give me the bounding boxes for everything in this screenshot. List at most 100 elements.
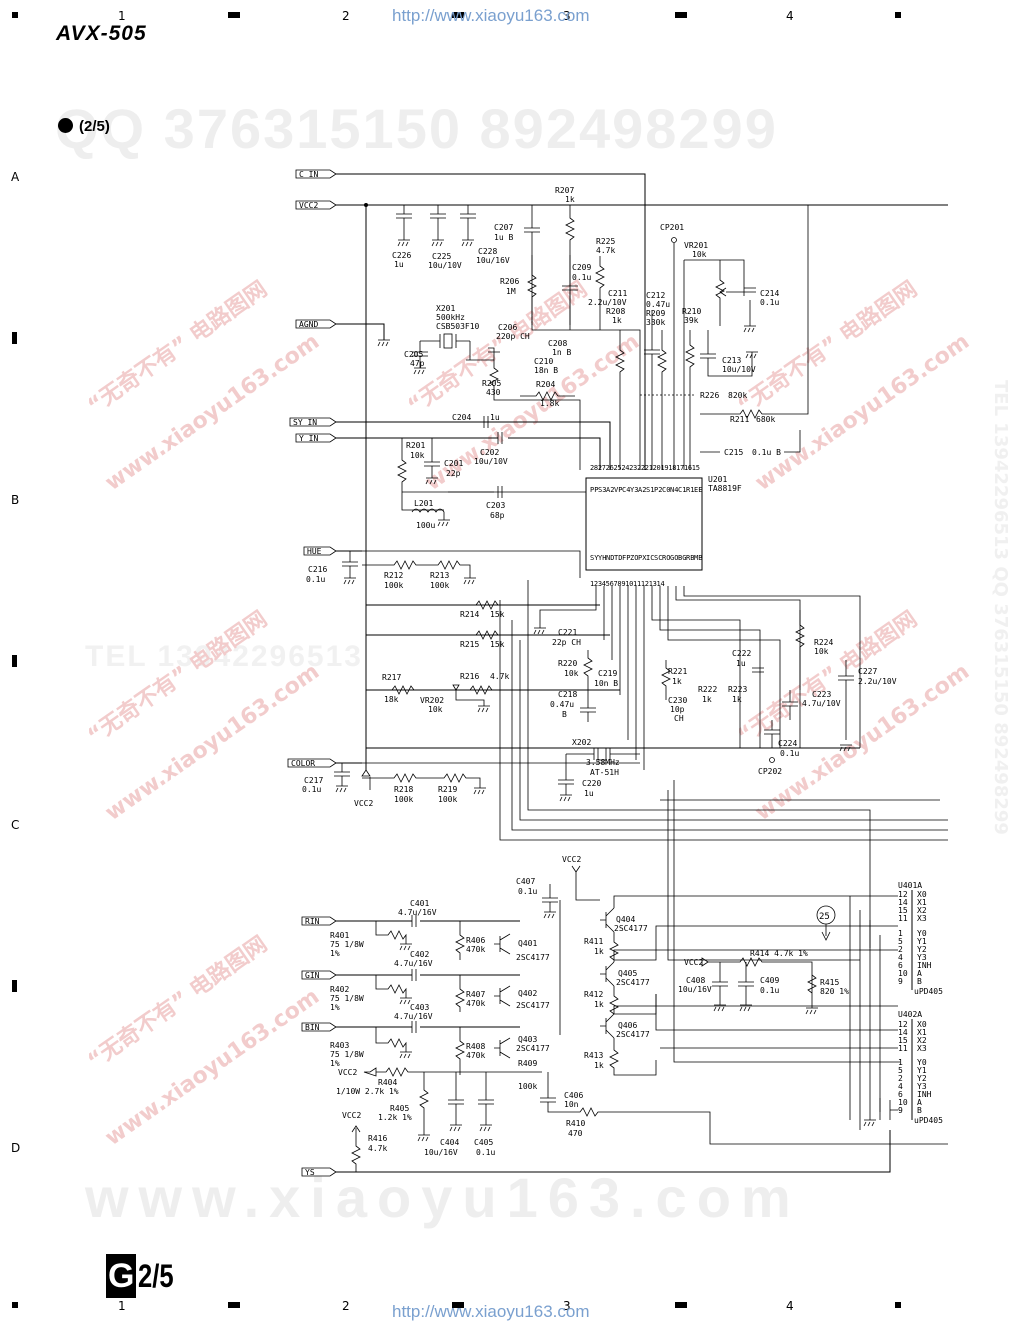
vcc2-label-a: VCC2 [354,799,373,808]
col-divider-mark [675,1302,687,1308]
footer-url[interactable]: http://www.xiaoyu163.com [392,1302,590,1321]
port-hue-label: HUE [307,547,322,556]
svg-text:C209: C209 [572,263,591,272]
svg-text:VR202: VR202 [420,696,444,705]
svg-text:Y1: Y1 [917,937,927,946]
svg-text:R220: R220 [558,659,577,668]
svg-text:4.7k: 4.7k [596,246,615,255]
watermark-side: TEL 13942296513 QQ 376315150 892498299 [990,380,1011,835]
svg-text:10k: 10k [692,250,707,259]
svg-text:1%: 1% [330,1003,340,1012]
port-hue: HUE [303,546,362,556]
svg-text:11: 11 [898,1044,908,1053]
svg-text:YH: YH [598,554,606,562]
svg-text:P2: P2 [654,486,662,494]
svg-text:R224: R224 [814,638,833,647]
svg-text:4.7u/10V: 4.7u/10V [802,699,841,708]
transistor-q403: Q403 2SC4177 [494,1035,550,1059]
svg-text:R404: R404 [378,1078,397,1087]
svg-text:2SC4177: 2SC4177 [516,1044,550,1053]
res-r226: R226 820k [640,391,747,400]
svg-text:0.1u B: 0.1u B [752,448,781,457]
svg-text:uPD405: uPD405 [914,987,943,996]
svg-text:R215: R215 [460,640,479,649]
svg-text:PX: PX [638,554,647,562]
cap-c406: C406 10n [540,1072,948,1145]
svg-text:10k: 10k [814,647,829,656]
res-r201: R201 10k [397,438,425,511]
svg-text:R226: R226 [700,391,719,400]
svg-text:1M: 1M [506,287,516,296]
svg-text:39k: 39k [684,316,699,325]
svg-text:C216: C216 [308,565,327,574]
transistor-q406: Q406 2SC4177 [600,1013,650,1039]
svg-text:R407: R407 [466,990,485,999]
col-divider-mark [452,12,464,18]
svg-text:X2: X2 [917,906,927,915]
svg-text:10p: 10p [670,705,685,714]
svg-text:U402A: U402A [898,1010,922,1019]
svg-text:10u/10V: 10u/10V [722,365,756,374]
svg-text:Q404: Q404 [616,915,635,924]
svg-text:0.1u: 0.1u [306,575,325,584]
svg-text:4.7u/16V: 4.7u/16V [398,908,437,917]
svg-text:B: B [917,1106,922,1115]
svg-text:2827262524232221201918171615: 2827262524232221201918171615 [590,464,700,472]
header-url[interactable]: http://www.xiaoyu163.com [392,6,590,25]
svg-text:R223: R223 [728,685,747,694]
svg-text:C227: C227 [858,667,877,676]
vr-vr201: VR201 10k [683,241,745,470]
res-r212: R212 100k [362,560,430,590]
svg-text:2: 2 [898,1074,903,1083]
res-r210: R210 39k [682,307,701,470]
svg-text:22p: 22p [446,469,461,478]
svg-text:R401: R401 [330,931,349,940]
svg-text:9: 9 [898,977,903,986]
res-r213: R213 100k [430,560,477,590]
svg-text:R208: R208 [606,307,625,316]
u201-bottom-pin-names: SY YH ND TD FP ZO PX IC SC RO GO BG RB M… [590,554,702,562]
svg-text:R413: R413 [584,1051,603,1060]
svg-text:R411: R411 [584,937,603,946]
svg-text:75 1/8W: 75 1/8W [330,1050,364,1059]
cap-c205: C205 47p [404,341,428,375]
svg-text:R1: R1 [686,486,694,494]
res-r206: R206 1M [500,255,537,325]
svg-text:100k: 100k [518,1082,537,1091]
svg-text:C1: C1 [678,486,686,494]
svg-text:R221: R221 [668,667,687,676]
res-r409: R409 100k [518,1059,537,1091]
svg-text:C225: C225 [432,252,451,261]
col-label-4: 4 [786,9,794,23]
svg-text:R412: R412 [584,990,603,999]
svg-text:10u/16V: 10u/16V [424,1148,458,1157]
cap-c211: C211 2.2u/10V [588,289,627,307]
svg-text:GO: GO [670,554,678,562]
svg-text:A: A [917,969,922,978]
res-r218: R218 100k [362,773,438,804]
svg-text:68p: 68p [490,511,505,520]
cap-c403: C403 4.7u/16V [394,1003,433,1033]
transistor-q402: Q402 2SC4177 [494,985,550,1010]
res-r209: R209 330k [646,309,667,470]
cap-c216: C216 0.1u [306,551,358,585]
col-label-4-bottom: 4 [786,1299,794,1313]
cap-c226: C226 1u [392,205,412,269]
svg-text:10k: 10k [564,669,579,678]
svg-text:X2: X2 [917,1036,927,1045]
svg-text:C402: C402 [410,950,429,959]
model-title: AVX-505 [56,22,147,45]
res-r221: R221 1k [661,660,687,700]
svg-text:SY: SY [590,554,599,562]
svg-text:INH: INH [917,1090,932,1099]
svg-text:VCC2: VCC2 [684,958,703,967]
res-r405: R405 1.2k 1% [378,1072,431,1142]
col-divider-mark [675,12,687,18]
svg-text:4.7u/16V: 4.7u/16V [394,1012,433,1021]
svg-text:15k: 15k [490,640,505,649]
svg-text:1k: 1k [594,1000,604,1009]
svg-text:VR201: VR201 [684,241,708,250]
svg-text:AT-51H: AT-51H [590,768,619,777]
